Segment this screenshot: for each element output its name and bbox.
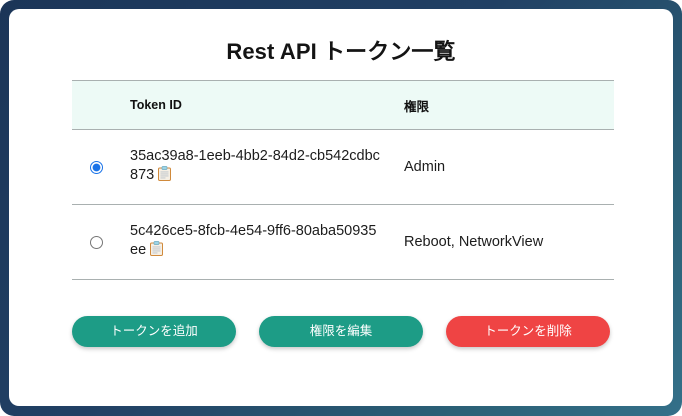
table-row[interactable]: 5c426ce5-8fcb-4e54-9ff6-80aba50935ee [72, 204, 614, 280]
edit-permission-button[interactable]: 権限を編集 [259, 316, 423, 347]
token-list-card: Rest API トークン一覧 Token ID 権限 35ac39a8-1ee… [9, 9, 673, 406]
row-token-id-cell: 5c426ce5-8fcb-4e54-9ff6-80aba50935ee [130, 204, 400, 280]
token-table-body: 35ac39a8-1eeb-4bb2-84d2-cb542cdbc873 [72, 129, 614, 280]
row-select-cell[interactable] [72, 204, 130, 280]
row-token-id-cell: 35ac39a8-1eeb-4bb2-84d2-cb542cdbc873 [130, 129, 400, 205]
clipboard-icon[interactable] [150, 241, 164, 262]
column-header-select [72, 80, 130, 130]
column-header-permission: 権限 [400, 80, 614, 130]
row-select-cell[interactable] [72, 129, 130, 205]
token-id-value: 35ac39a8-1eeb-4bb2-84d2-cb542cdbc873 [130, 148, 380, 183]
add-token-button[interactable]: トークンを追加 [72, 316, 236, 347]
token-table-head: Token ID 権限 [72, 80, 614, 130]
delete-token-button[interactable]: トークンを削除 [446, 316, 610, 347]
table-row[interactable]: 35ac39a8-1eeb-4bb2-84d2-cb542cdbc873 [72, 129, 614, 205]
token-table: Token ID 権限 35ac39a8-1eeb-4bb2-84d2-cb54… [72, 80, 614, 280]
row-permission-value: Reboot, NetworkView [400, 204, 614, 280]
table-header-row: Token ID 権限 [72, 80, 614, 130]
action-button-bar: トークンを追加 権限を編集 トークンを削除 [72, 316, 610, 347]
token-radio-1[interactable] [90, 235, 103, 249]
page-title: Rest API トークン一覧 [226, 39, 456, 64]
column-header-token-id: Token ID [130, 80, 400, 130]
row-permission-value: Admin [400, 129, 614, 205]
clipboard-icon[interactable] [158, 166, 172, 187]
token-radio-0[interactable] [90, 160, 103, 174]
token-id-value: 5c426ce5-8fcb-4e54-9ff6-80aba50935ee [130, 223, 377, 258]
